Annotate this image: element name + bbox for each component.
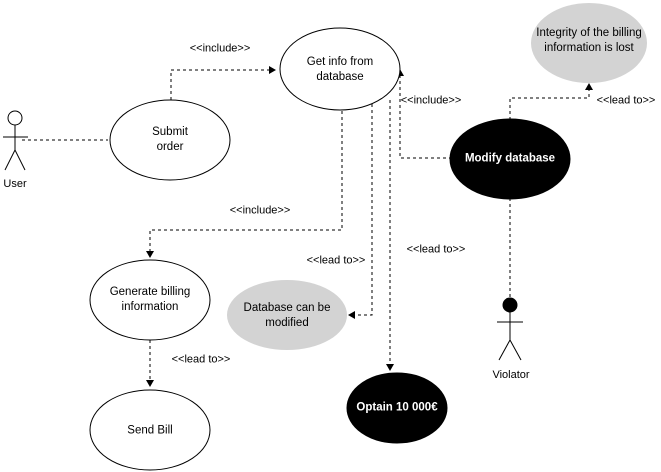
integrity-lost-line-2: information is lost <box>544 42 634 54</box>
integrity-lost-label: Integrity of the billing information is … <box>536 26 641 56</box>
send-bill-ellipse <box>89 389 211 471</box>
edge-submit-getinfo <box>170 66 276 100</box>
violator-actor-figure <box>497 297 523 361</box>
get-info-line-2: database <box>316 71 364 83</box>
generate-billing-line-1: Generate billing <box>109 286 191 298</box>
get-info-line-1: Get info from <box>306 56 374 68</box>
submit-order-ellipse <box>109 99 231 181</box>
include-label-modify: <<include>> <box>400 94 462 107</box>
submit-order-line-1: Submit <box>152 126 188 138</box>
integrity-lost-line-1: Integrity of the billing <box>536 27 642 39</box>
send-bill-label: Send Bill <box>127 424 173 437</box>
user-actor-label: User <box>3 178 27 190</box>
user-actor-figure <box>3 110 28 171</box>
get-info-ellipse <box>279 27 401 111</box>
generate-billing-ellipse <box>89 259 211 341</box>
database-modified-line-1: Database can be <box>243 302 331 314</box>
include-label-generate: <<include>> <box>229 204 291 217</box>
violator-actor-label: Violator <box>492 369 530 381</box>
edge-modify-getinfo <box>396 69 452 159</box>
get-info-label: Get info from database <box>307 55 373 85</box>
database-modified-label: Database can be modified <box>244 301 331 331</box>
edge-getinfo-dbmod <box>348 104 373 319</box>
modify-database-label: Modify database <box>464 152 556 165</box>
lead-to-label-integrity: <<lead to>> <box>596 94 656 107</box>
lead-to-label-send: <<lead to>> <box>171 353 231 366</box>
database-modified-line-2: modified <box>265 317 309 329</box>
edge-modify-integrity <box>509 83 593 120</box>
generate-billing-line-2: information <box>121 301 179 313</box>
lead-to-label-optain: <<lead to>> <box>406 243 466 256</box>
submit-order-label: Submit order <box>152 125 188 155</box>
edge-getinfo-generate <box>146 111 343 258</box>
submit-order-line-2: order <box>156 141 184 153</box>
lead-to-label-dbmod: <<lead to>> <box>306 254 366 267</box>
database-modified-ellipse <box>227 280 347 350</box>
generate-billing-label: Generate billing information <box>110 285 191 315</box>
optain-label: Optain 10 000€ <box>356 401 438 414</box>
modify-database-ellipse <box>449 118 571 200</box>
integrity-lost-ellipse <box>531 3 647 83</box>
optain-ellipse <box>346 372 448 444</box>
include-label-top: <<include>> <box>189 42 251 55</box>
